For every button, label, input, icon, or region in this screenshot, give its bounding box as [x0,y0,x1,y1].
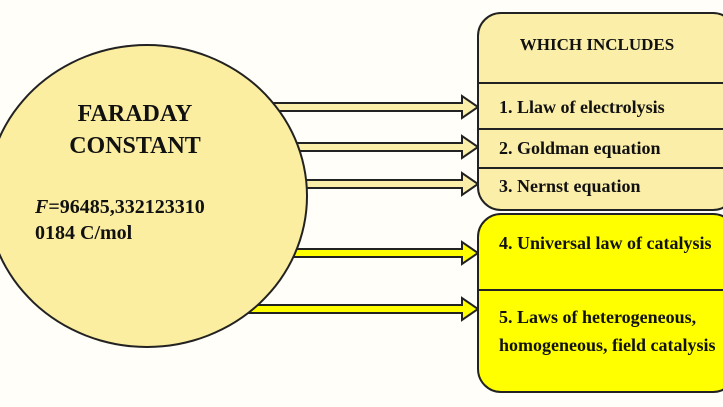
arrow-to-item-2 [289,134,480,160]
arrow-to-item-4 [279,240,480,266]
arrow-to-item-1 [269,94,480,120]
list-item: 2. Goldman equation [479,130,723,169]
formula-value-1: =96485,332123310 [48,196,205,218]
arrow-to-item-5 [239,296,480,322]
list-item: 4. Universal law of catalysis [479,215,723,291]
includes-header: WHICH INCLUDES [479,14,723,84]
title-line-2: CONSTANT [69,133,201,159]
includes-box: WHICH INCLUDES 1. Llaw of electrolysis 2… [477,12,723,211]
formula-value-2: 0184 C/mol [35,222,133,244]
arrow-to-item-3 [299,171,480,197]
formula-symbol: F [35,196,49,218]
faraday-constant-title: FARADAY CONSTANT [50,98,220,162]
faraday-formula: F=96485,332123310 0184 C/mol [35,194,205,246]
catalysis-box: 4. Universal law of catalysis 5. Laws of… [477,213,723,393]
list-item: 3. Nernst equation [499,176,641,196]
list-item: 5. Laws of heterogeneous, homogeneous, f… [499,307,716,355]
list-item: 1. Llaw of electrolysis [479,84,723,130]
title-line-1: FARADAY [77,101,193,127]
faraday-constant-circle [0,44,308,348]
